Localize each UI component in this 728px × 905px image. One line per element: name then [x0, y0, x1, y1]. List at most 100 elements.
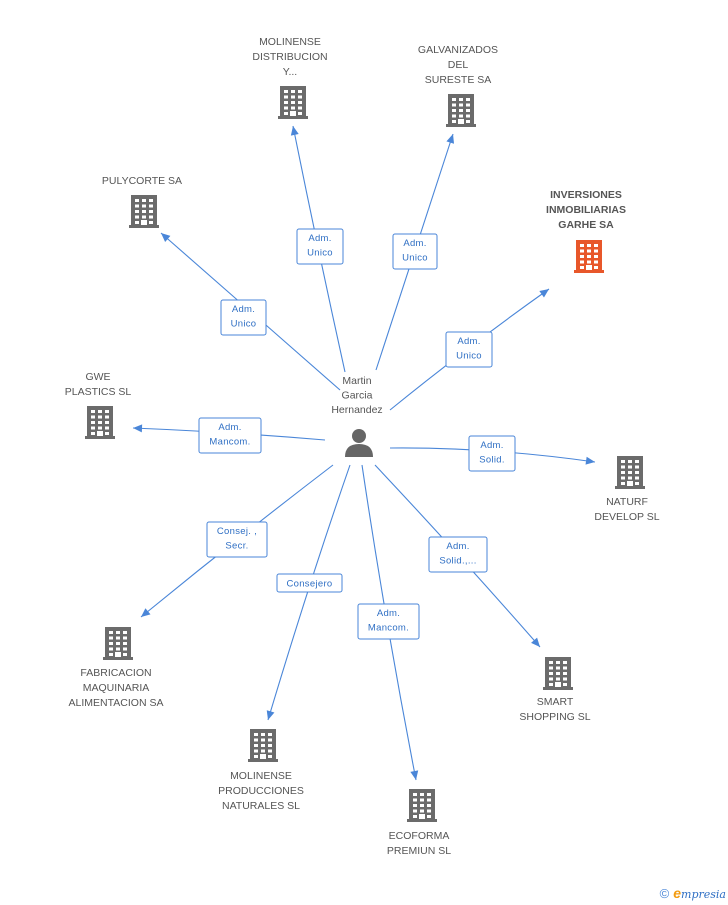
role-text: Adm.: [308, 233, 331, 244]
role-text: Adm.: [218, 422, 241, 433]
company-name-line: GARHE SA: [558, 219, 614, 231]
person-name-line: Hernandez: [331, 404, 382, 416]
role-text: Unico: [307, 248, 333, 259]
brand-logo-initial: e: [673, 885, 682, 901]
company-name-line: GWE: [85, 371, 110, 383]
role-text: Adm.: [480, 440, 503, 451]
role-badge-naturf[interactable]: Adm. Solid.: [468, 435, 516, 472]
role-text: Unico: [402, 253, 428, 264]
company-name-line: PULYCORTE SA: [102, 175, 182, 187]
role-badge-box: [198, 417, 262, 454]
role-text: Solid.: [479, 455, 505, 466]
role-text: Consejero: [286, 579, 332, 590]
arrow-head: [133, 424, 143, 433]
company-name-line: DISTRIBUCION: [252, 51, 327, 63]
arrow-head: [266, 710, 275, 720]
company-node-pulycorte[interactable]: PULYCORTE SA: [102, 175, 182, 228]
role-text: Adm.: [446, 541, 469, 552]
building-icon: [574, 240, 604, 273]
role-badge-ecoforma[interactable]: Adm. Mancom.: [357, 603, 420, 640]
arrow-head: [446, 134, 455, 144]
role-text: Unico: [231, 319, 257, 330]
copyright-symbol: ©: [659, 885, 670, 901]
role-badge-gwe[interactable]: Adm. Mancom.: [198, 417, 262, 454]
company-node-inversiones[interactable]: INVERSIONES INMOBILIARIAS GARHE SA: [546, 189, 626, 273]
arrow-head: [410, 770, 419, 780]
company-name-line: MOLINENSE: [259, 36, 321, 48]
company-name-line: Y...: [283, 66, 297, 78]
role-badge-pulycorte[interactable]: Adm. Unico: [220, 299, 267, 336]
company-name-line: PREMIUN SL: [387, 845, 451, 857]
person-icon: [345, 429, 373, 457]
building-icon: [543, 657, 573, 690]
company-name-line: PLASTICS SL: [65, 386, 132, 398]
footer-brand: © empresia: [660, 885, 726, 901]
role-badge-box: [206, 521, 268, 558]
role-text: Mancom.: [209, 437, 250, 448]
role-text: Adm.: [232, 304, 255, 315]
company-name-line: INMOBILIARIAS: [546, 204, 626, 216]
company-name-line: INVERSIONES: [550, 189, 622, 201]
role-badge-galvanizados[interactable]: Adm. Unico: [392, 233, 438, 270]
company-node-galvanizados[interactable]: GALVANIZADOS DEL SURESTE SA: [418, 44, 498, 127]
company-node-smart[interactable]: SMART SHOPPING SL: [519, 657, 591, 723]
company-name-line: SMART: [537, 696, 574, 708]
company-name-line: ALIMENTACION SA: [69, 697, 164, 709]
company-node-fabricacion[interactable]: FABRICACION MAQUINARIA ALIMENTACION SA: [69, 627, 164, 709]
arrow-head: [585, 456, 595, 465]
company-node-naturf[interactable]: NATURF DEVELOP SL: [594, 456, 660, 523]
role-badge-box: [276, 573, 343, 593]
arrow-head: [290, 126, 299, 136]
building-icon: [248, 729, 278, 762]
building-icon: [446, 94, 476, 127]
arrow-head: [531, 637, 540, 647]
role-badge-box: [357, 603, 420, 640]
company-name-line: FABRICACION: [80, 667, 151, 679]
building-icon: [615, 456, 645, 489]
building-icon: [407, 789, 437, 822]
role-badge-box: [428, 536, 488, 573]
role-text: Secr.: [225, 541, 248, 552]
role-text: Mancom.: [368, 623, 409, 634]
role-badge-box: [220, 299, 267, 336]
company-name-line: GALVANIZADOS: [418, 44, 498, 56]
building-icon: [278, 86, 308, 119]
role-badge-molinense-distribucion[interactable]: Adm. Unico: [296, 228, 344, 265]
company-node-molinense-producciones[interactable]: MOLINENSE PRODUCCIONES NATURALES SL: [218, 729, 304, 812]
company-node-molinense-distribucion[interactable]: MOLINENSE DISTRIBUCION Y...: [252, 36, 328, 119]
arrow-head: [161, 233, 171, 242]
company-name-line: SURESTE SA: [425, 74, 492, 86]
role-badge-box: [296, 228, 344, 265]
role-badge-fabricacion[interactable]: Consej. , Secr.: [206, 521, 268, 558]
building-icon: [85, 406, 115, 439]
role-badge-box: [468, 435, 516, 472]
role-badge-smart[interactable]: Adm.Solid.,...: [428, 536, 488, 573]
role-text: Adm.: [457, 336, 480, 347]
company-name-line: NATURALES SL: [222, 800, 300, 812]
role-text: Consej. ,: [217, 526, 257, 537]
arrow-head: [141, 608, 151, 617]
company-name-line: ECOFORMA: [389, 830, 450, 842]
role-text: Adm.: [377, 608, 400, 619]
building-icon: [103, 627, 133, 660]
company-name-line: PRODUCCIONES: [218, 785, 304, 797]
role-badge-box: [445, 331, 493, 368]
company-name-line: DEL: [448, 59, 469, 71]
company-node-ecoforma[interactable]: ECOFORMA PREMIUN SL: [387, 789, 451, 857]
arrow-head: [539, 289, 549, 298]
company-name-line: MAQUINARIA: [83, 682, 150, 694]
role-text: Unico: [456, 351, 482, 362]
role-text: Adm.: [403, 238, 426, 249]
role-badge-molinense-producciones[interactable]: Consejero: [276, 573, 343, 593]
brand-name: mpresia: [681, 888, 726, 901]
company-name-line: MOLINENSE: [230, 770, 292, 782]
role-badge-inversiones[interactable]: Adm. Unico: [445, 331, 493, 368]
company-name-line: SHOPPING SL: [519, 711, 590, 723]
building-icon: [129, 195, 159, 228]
person-name-line: Martin: [342, 375, 371, 387]
company-node-gwe[interactable]: GWE PLASTICS SL: [65, 371, 132, 439]
company-name-line: NATURF: [606, 496, 648, 508]
company-name-line: DEVELOP SL: [594, 511, 659, 523]
